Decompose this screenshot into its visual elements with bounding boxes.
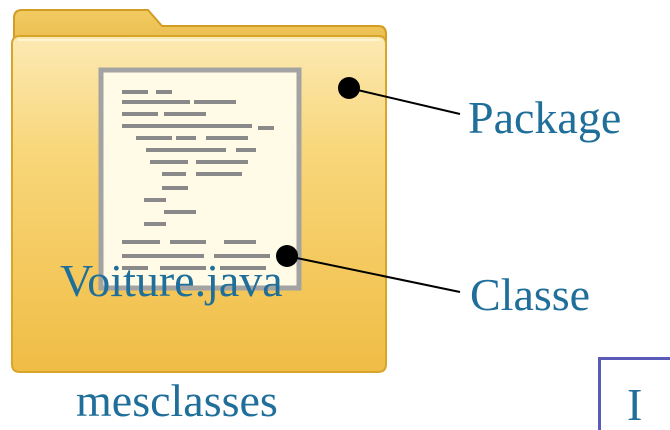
partial-box-text: I bbox=[627, 379, 643, 430]
folder-name-label: mesclasses bbox=[76, 375, 278, 426]
document-icon bbox=[98, 67, 302, 291]
file-name-label: Voiture.java bbox=[60, 255, 283, 306]
class-connector bbox=[276, 245, 461, 293]
class-label: Classe bbox=[470, 269, 591, 320]
package-connector bbox=[338, 77, 461, 115]
partial-box: I bbox=[598, 357, 670, 430]
code-lines bbox=[122, 90, 274, 270]
package-label: Package bbox=[468, 92, 622, 143]
